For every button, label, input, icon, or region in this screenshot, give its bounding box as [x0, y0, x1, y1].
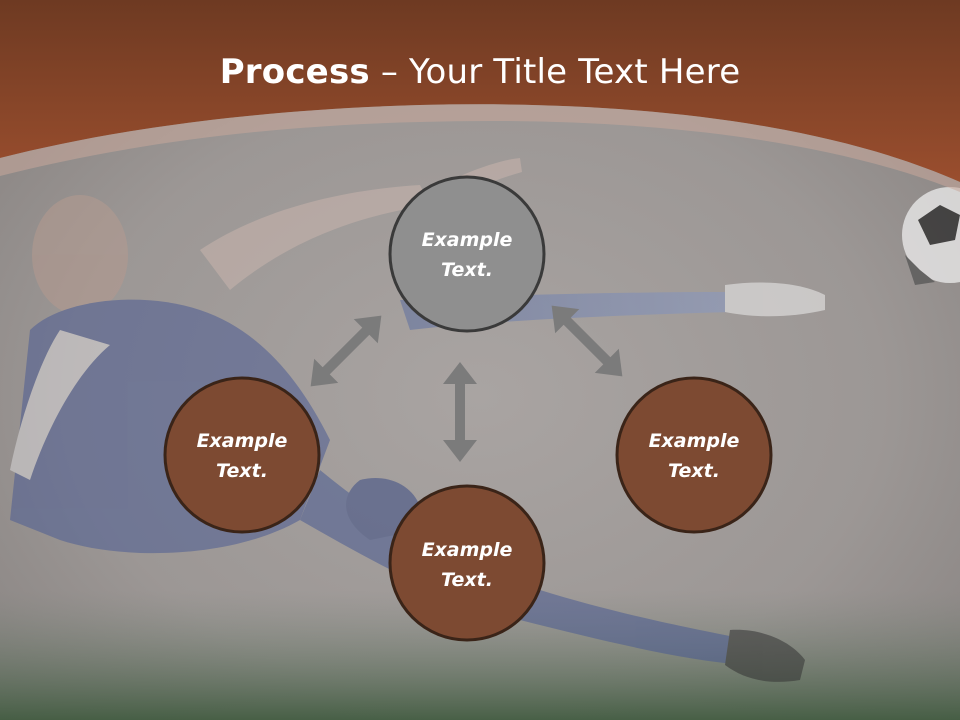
node-top-line1: Example: [422, 229, 513, 251]
slide-title: Process – Your Title Text Here: [0, 52, 960, 92]
node-right-circle: [615, 376, 773, 534]
soccer-ball: [902, 187, 960, 285]
arrow-right-diagonal: [551, 305, 623, 377]
node-bottom-line2: Text.: [441, 569, 493, 591]
node-top-line2: Text.: [441, 259, 493, 281]
arrows: [310, 305, 623, 462]
node-left-line2: Text.: [216, 460, 268, 482]
arrow-vertical: [443, 362, 477, 462]
node-right: Example Text.: [615, 376, 773, 534]
title-banner: [0, 0, 960, 182]
node-top-circle: [388, 175, 546, 333]
node-left-line1: Example: [197, 430, 288, 452]
title-bold: Process: [219, 52, 370, 92]
node-bottom-circle: [388, 484, 546, 642]
node-right-line1: Example: [649, 430, 740, 452]
node-left: Example Text.: [163, 376, 321, 534]
title-rest: – Your Title Text Here: [369, 52, 741, 92]
node-bottom: Example Text.: [388, 484, 546, 642]
banner-swoosh: [0, 104, 960, 192]
node-bottom-line1: Example: [422, 539, 513, 561]
node-right-line2: Text.: [668, 460, 720, 482]
node-left-circle: [163, 376, 321, 534]
arrow-left-diagonal: [310, 315, 382, 387]
node-top: Example Text.: [388, 175, 546, 333]
